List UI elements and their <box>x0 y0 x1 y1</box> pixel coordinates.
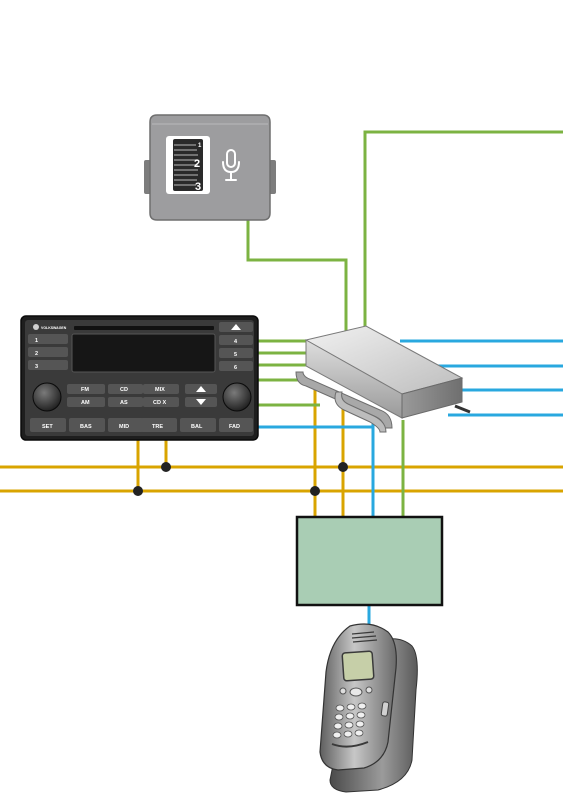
interface-module <box>295 325 471 433</box>
junction-dot <box>161 462 171 472</box>
preset-button[interactable] <box>28 360 68 370</box>
keypad-key[interactable] <box>346 703 356 711</box>
arrow-down-icon <box>196 399 206 405</box>
microphone-icon <box>222 149 240 181</box>
keypad-key[interactable] <box>344 721 354 729</box>
fm-button[interactable] <box>67 384 105 394</box>
cd-button[interactable] <box>108 384 143 394</box>
keypad-key[interactable] <box>343 730 353 738</box>
telephone-handset <box>319 623 418 793</box>
junction-dot <box>133 486 143 496</box>
microphone-audio-line <box>246 218 348 350</box>
selector-dial[interactable]: 1 2 3 <box>166 136 210 194</box>
keypad-key[interactable] <box>335 704 345 712</box>
keypad-key[interactable] <box>354 729 364 737</box>
preset-button[interactable] <box>28 347 68 357</box>
junction-dot <box>310 486 320 496</box>
handset-soft-key-right[interactable] <box>365 686 373 694</box>
handset-body[interactable] <box>319 623 397 771</box>
telephone-control-unit <box>295 515 444 607</box>
keypad-key[interactable] <box>357 702 367 710</box>
handset-nav-key[interactable] <box>349 687 363 697</box>
preset-label-1: 1 <box>35 338 38 344</box>
arrow-up-icon <box>196 386 206 392</box>
dial-number-2: 2 <box>194 158 200 170</box>
tuning-knob[interactable] <box>222 382 252 412</box>
radio-brand: VOLKSWAGEN <box>41 326 67 330</box>
preset-button[interactable] <box>28 334 68 344</box>
radio-display <box>71 333 216 373</box>
handset-screen <box>341 650 375 682</box>
vw-logo-icon <box>33 324 39 330</box>
set-button[interactable] <box>30 418 66 432</box>
external-audio-line <box>363 130 563 335</box>
fad-label: FAD <box>229 424 240 430</box>
preset-label-2: 2 <box>35 351 38 357</box>
radio-unit: VOLKSWAGEN 1 2 3 4 5 6 <box>20 315 259 441</box>
preset-label-5: 5 <box>234 352 237 358</box>
preset-buttons-left: 1 2 3 <box>28 334 68 370</box>
keypad-key[interactable] <box>356 711 366 719</box>
dial-number-1: 1 <box>198 143 202 149</box>
center-button-block: FM CD MIX AM AS CD X <box>67 384 217 407</box>
as-button[interactable] <box>108 397 143 407</box>
keypad-key[interactable] <box>334 713 344 721</box>
as-label: AS <box>120 400 128 406</box>
cradle-release-button[interactable] <box>380 701 390 717</box>
junction-dot <box>338 462 348 472</box>
bas-button[interactable] <box>69 418 105 432</box>
set-label: SET <box>42 424 53 430</box>
preset-label-4: 4 <box>234 339 238 345</box>
cdx-label: CD X <box>153 400 166 406</box>
am-button[interactable] <box>67 397 105 407</box>
volume-knob[interactable] <box>32 382 62 412</box>
fad-button[interactable] <box>219 418 253 432</box>
preset-button[interactable] <box>219 335 253 345</box>
preset-buttons-right: 4 5 6 <box>219 322 253 371</box>
eject-icon <box>231 324 241 330</box>
microphone-unit: 1 2 3 <box>144 114 276 221</box>
preset-label-3: 3 <box>35 364 38 370</box>
cd-label: CD <box>120 387 128 393</box>
bal-label: BAL <box>191 424 203 430</box>
cd-slot <box>74 326 214 330</box>
am-label: AM <box>81 400 90 406</box>
keypad-key[interactable] <box>332 731 342 739</box>
tre-label: TRE <box>152 424 163 430</box>
mix-button[interactable] <box>143 384 179 394</box>
wiring-harness <box>0 130 563 628</box>
keypad-key[interactable] <box>333 722 343 730</box>
preset-label-6: 6 <box>234 365 237 371</box>
bottom-button-row: SET BAS MID TRE BAL FAD <box>30 418 253 432</box>
dial-number-3: 3 <box>195 181 201 193</box>
keypad-key[interactable] <box>345 712 355 720</box>
tre-button[interactable] <box>141 418 177 432</box>
bas-label: BAS <box>80 424 92 430</box>
fm-label: FM <box>81 387 89 393</box>
handset-keypad <box>332 702 367 739</box>
keypad-key[interactable] <box>355 720 365 728</box>
preset-button[interactable] <box>219 361 253 371</box>
mid-label: MID <box>119 424 129 430</box>
mix-label: MIX <box>155 387 165 393</box>
mid-button[interactable] <box>108 418 144 432</box>
preset-button[interactable] <box>219 348 253 358</box>
cdx-button[interactable] <box>143 397 179 407</box>
handset-soft-key-left[interactable] <box>339 687 347 695</box>
bal-button[interactable] <box>180 418 216 432</box>
